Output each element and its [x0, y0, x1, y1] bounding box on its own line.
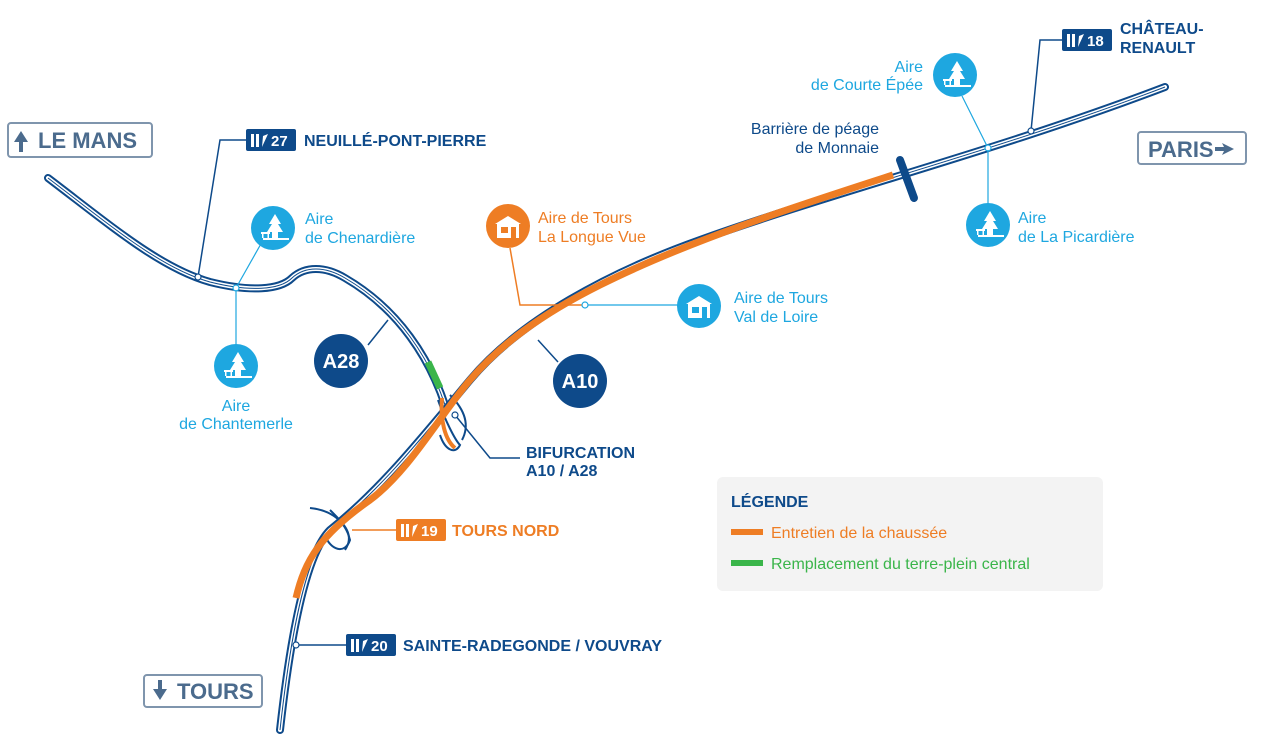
direction-label-le-mans: LE MANS [38, 128, 137, 153]
road-network [44, 83, 1169, 734]
direction-sign-le-mans: LE MANS [7, 122, 153, 158]
exit-name: SAINTE-RADEGONDE / VOUVRAY [403, 638, 662, 655]
rest-area-line2: de Chantemerle [179, 416, 293, 433]
arrow-up-icon [14, 131, 28, 152]
rest-area-line1: Aire [222, 398, 251, 415]
toll-label-line2: de Monnaie [795, 140, 879, 157]
exit-name: NEUILLÉ-PONT-PIERRE [304, 131, 487, 150]
service-area-line2: Val de Loire [734, 309, 818, 326]
legend-item-maintenance: Entretien de la chaussée [731, 525, 947, 542]
median-replacement-segment [424, 360, 444, 390]
service-area-longue-vue: Aire de Tours La Longue Vue [486, 204, 646, 306]
direction-sign-paris: PARIS [1137, 131, 1247, 165]
junction-label-line1: BIFURCATION [526, 445, 635, 462]
exit-27: 27 NEUILLÉ-PONT-PIERRE [194, 129, 487, 281]
rest-area-courte-epee: Aire de Courte Épée [811, 53, 992, 152]
direction-label-tours: TOURS [177, 679, 254, 704]
rest-area-picardiere: Aire de La Picardière [966, 150, 1135, 247]
arrow-down-icon [153, 680, 167, 700]
road-a28 [44, 174, 449, 409]
exit-number: 18 [1087, 33, 1104, 50]
service-area-line1: Aire de Tours [734, 290, 828, 307]
direction-label-paris: PARIS [1148, 137, 1214, 162]
toll-barrier [896, 156, 918, 202]
road-a10 [276, 83, 1169, 734]
legend-label: Entretien de la chaussée [771, 525, 947, 542]
rest-area-line1: Aire [305, 211, 334, 228]
toll-label-line1: Barrière de péage [751, 121, 879, 138]
maintenance-segment-a10 [292, 171, 895, 599]
exit-ramp-icon [1067, 34, 1084, 47]
exit-ramp-icon [351, 639, 368, 652]
exit-name: TOURS NORD [452, 523, 559, 540]
highway-label: A28 [323, 351, 360, 373]
legend-item-median: Remplacement du terre-plein central [731, 556, 1030, 573]
direction-sign-tours: TOURS [143, 674, 263, 708]
rest-area-line2: de Courte Épée [811, 75, 923, 94]
service-area-line1: Aire de Tours [538, 210, 632, 227]
maintenance-segment-ramp [439, 397, 457, 450]
rest-area-chantemerle: Aire de Chantemerle [179, 290, 293, 433]
exit-18: 18 CHÂTEAU- RENAULT [1027, 19, 1204, 135]
toll-label: Barrière de péage de Monnaie [751, 121, 879, 157]
maintenance-segments [292, 171, 895, 599]
legend-label: Remplacement du terre-plein central [771, 556, 1030, 573]
service-area-val-de-loire: Aire de Tours Val de Loire [581, 284, 828, 328]
exit-number: 20 [371, 638, 388, 655]
service-area-line2: La Longue Vue [538, 229, 646, 246]
rest-area-line2: de Chenardière [305, 230, 415, 247]
exit-number: 27 [271, 133, 288, 150]
exit-20: 20 SAINTE-RADEGONDE / VOUVRAY [292, 634, 662, 656]
rest-area-line2: de La Picardière [1018, 229, 1135, 246]
exit-number: 19 [421, 523, 438, 540]
highway-shield-a10: A10 [537, 339, 607, 408]
junction-label-line2: A10 / A28 [526, 463, 598, 480]
legend: LÉGENDE Entretien de la chaussée Remplac… [717, 477, 1103, 591]
exit-19: 19 TOURS NORD [352, 519, 559, 541]
legend-title: LÉGENDE [731, 492, 809, 511]
arrow-right-icon [1215, 143, 1234, 155]
highway-label: A10 [562, 371, 599, 393]
exit-ramp-icon [401, 524, 418, 537]
junction-label: BIFURCATION A10 / A28 [451, 411, 635, 480]
exit-ramp-icon [251, 134, 268, 147]
highway-shield-a28: A28 [314, 319, 389, 388]
rest-area-chenardiere: Aire de Chenardière [232, 206, 415, 292]
exit-name-line2: RENAULT [1120, 40, 1195, 57]
rest-area-line1: Aire [1018, 210, 1047, 227]
exit-name-line1: CHÂTEAU- [1120, 19, 1204, 38]
rest-area-line1: Aire [895, 59, 924, 76]
